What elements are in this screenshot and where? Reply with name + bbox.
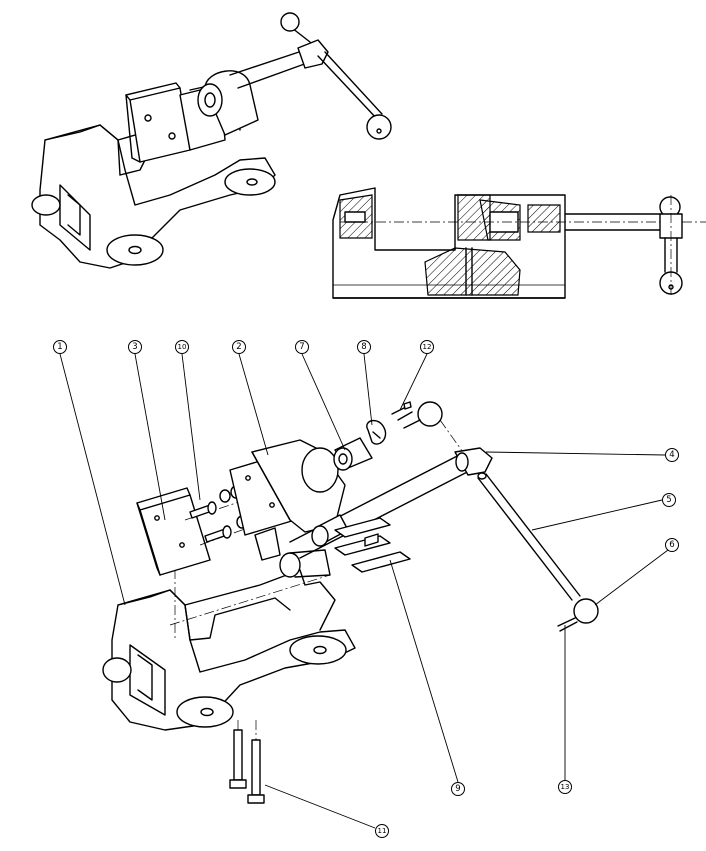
callout-6: 6 — [665, 538, 679, 552]
callout-2-label: 2 — [236, 342, 241, 352]
callout-1: 1 — [53, 340, 67, 354]
callout-13: 13 — [558, 780, 572, 794]
callout-10-label: 10 — [178, 343, 187, 351]
part-ball-top — [417, 401, 443, 427]
callout-4-label: 4 — [669, 450, 674, 460]
callout-5-label: 5 — [666, 495, 671, 505]
part-moving-jaw — [229, 439, 346, 561]
part-handle-bar — [477, 472, 581, 601]
callout-8: 8 — [357, 340, 371, 354]
callout-3: 3 — [128, 340, 142, 354]
assembled-vise-view — [31, 12, 392, 269]
part-ball-bottom — [573, 598, 599, 624]
callout-9: 9 — [451, 782, 465, 796]
callout-5: 5 — [662, 493, 676, 507]
callout-7: 7 — [295, 340, 309, 354]
callout-8-label: 8 — [361, 342, 366, 352]
part-jaw-plate — [136, 487, 211, 576]
part-base — [102, 549, 356, 731]
callout-1-label: 1 — [57, 342, 62, 352]
callout-2: 2 — [232, 340, 246, 354]
callout-3-label: 3 — [132, 342, 137, 352]
part-keys — [334, 517, 411, 573]
callout-13-label: 13 — [561, 783, 570, 791]
part-pin — [557, 617, 578, 632]
callout-12-label: 12 — [423, 343, 432, 351]
callout-6-label: 6 — [669, 540, 674, 550]
callout-9-label: 9 — [455, 784, 460, 794]
exploded-view — [102, 401, 599, 804]
part-lead-screw — [289, 447, 493, 559]
part-sleeve — [333, 437, 373, 471]
leader-lines — [59, 353, 669, 829]
part-clip — [366, 419, 387, 445]
callout-12: 12 — [420, 340, 434, 354]
callout-11-label: 11 — [378, 827, 387, 835]
section-view — [332, 187, 706, 299]
callout-11: 11 — [375, 824, 389, 838]
part-small-pin — [391, 401, 413, 421]
callout-10: 10 — [175, 340, 189, 354]
part-studs — [229, 720, 265, 804]
callout-7-label: 7 — [299, 342, 304, 352]
callout-4: 4 — [665, 448, 679, 462]
